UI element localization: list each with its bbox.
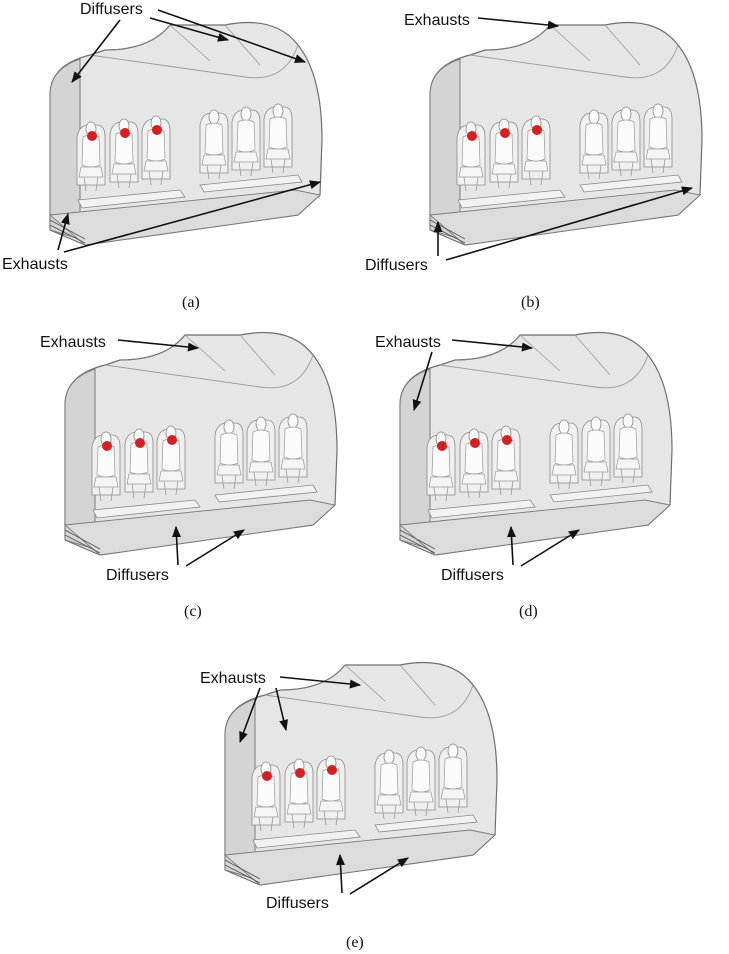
panel-d-top-label: Exhausts <box>375 334 441 351</box>
panel-a: Diffusers Exhausts (a) <box>2 1 322 311</box>
panel-e: Exhausts Diffusers (e) <box>200 663 497 951</box>
cabin-b <box>430 23 702 246</box>
cabin-c <box>65 333 337 556</box>
cabin-e <box>225 663 497 886</box>
panel-a-top-label: Diffusers <box>80 1 143 18</box>
panel-b: Exhausts Diffusers (b) <box>365 12 702 311</box>
caption-b: (b) <box>521 294 540 311</box>
panel-e-top-label: Exhausts <box>200 670 266 687</box>
panel-b-top-label: Exhausts <box>404 12 470 29</box>
panel-e-bottom-label: Diffusers <box>266 895 329 912</box>
panel-d: Exhausts Diffusers (d) <box>375 333 672 620</box>
caption-d: (d) <box>519 603 538 620</box>
caption-c: (c) <box>184 603 202 620</box>
panel-c-bottom-label: Diffusers <box>106 567 169 584</box>
cabin-a <box>50 23 322 246</box>
panel-a-bottom-label: Exhausts <box>2 256 68 273</box>
panel-d-bottom-label: Diffusers <box>441 567 504 584</box>
caption-a: (a) <box>182 294 200 311</box>
cabin-d <box>400 333 672 556</box>
panel-b-bottom-label: Diffusers <box>365 257 428 274</box>
caption-e: (e) <box>346 934 364 951</box>
panel-c-top-label: Exhausts <box>40 334 106 351</box>
panel-c: Exhausts Diffusers (c) <box>40 333 337 620</box>
